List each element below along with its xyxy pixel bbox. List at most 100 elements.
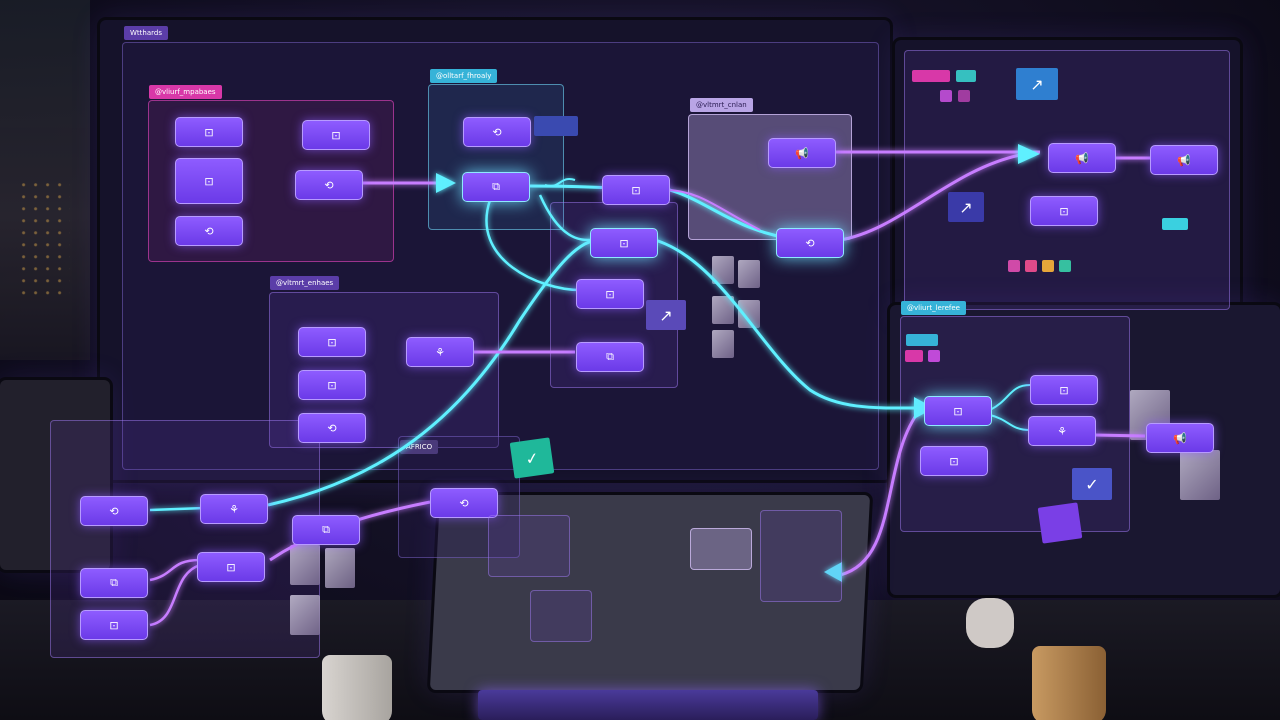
image-thumbnail[interactable] [738,300,760,328]
color-swatch[interactable] [912,70,950,82]
workflow-node[interactable]: ⧉ [462,172,530,202]
message-icon: ⊡ [204,125,214,139]
color-swatch[interactable] [958,90,970,102]
message-icon: ⊡ [226,560,236,574]
refresh-icon: ⟲ [459,496,469,510]
workflow-node[interactable]: ⚘ [200,494,268,524]
workflow-node[interactable]: ⧉ [576,342,644,372]
window-background [0,0,90,360]
color-swatch[interactable] [906,334,938,346]
image-thumbnail[interactable] [712,330,734,358]
color-swatch[interactable] [1008,260,1020,272]
keyboard [478,690,818,720]
group-label-pink: @vliurf_mpabaes [149,85,222,99]
megaphone-icon: 📢 [1177,153,1191,167]
image-thumbnail[interactable] [712,256,734,284]
workflow-node[interactable]: ⟲ [463,117,531,147]
workflow-node[interactable]: ⊡ [302,120,370,150]
people-icon: ⚘ [1057,424,1067,438]
workflow-node[interactable]: ⊡ [924,396,992,426]
coffee-mug [1032,646,1106,720]
color-swatch[interactable] [1162,218,1188,230]
workflow-node[interactable]: ⊡ [576,279,644,309]
sticky-note[interactable] [534,116,578,136]
workflow-node[interactable]: ⟲ [298,413,366,443]
workflow-node[interactable]: 📢 [1048,143,1116,173]
workflow-node[interactable]: ⊡ [1030,196,1098,226]
workflow-node[interactable]: 📢 [768,138,836,168]
message-icon: ⊡ [327,335,337,349]
left-monitor [0,380,110,570]
message-icon: ⊡ [949,454,959,468]
group-label-mid-left: @vltmrt_enhaes [270,276,340,290]
color-swatch[interactable] [940,90,952,102]
check-icon: ✓ [1085,474,1099,494]
message-icon: ⊡ [619,236,629,250]
sticky-note[interactable]: ↗ [948,192,984,222]
people-icon: ⚘ [229,502,239,516]
sticky-note[interactable] [1037,502,1083,544]
refresh-icon: ⟲ [204,224,214,238]
color-swatch[interactable] [928,350,940,362]
image-thumbnail[interactable] [1180,450,1220,500]
coffee-mug [322,655,392,720]
image-thumbnail[interactable] [290,595,320,635]
workflow-node[interactable]: ⟲ [776,228,844,258]
color-swatch[interactable] [956,70,976,82]
arrow-icon: ↗ [1030,74,1044,94]
link-icon: ⧉ [492,180,500,193]
workflow-node[interactable]: ⟲ [295,170,363,200]
workflow-node[interactable]: 📢 [1146,423,1214,453]
message-icon: ⊡ [605,287,615,301]
megaphone-icon: 📢 [1173,431,1187,445]
tablet-group[interactable] [530,590,592,642]
workflow-node[interactable]: ⚘ [1028,416,1096,446]
image-thumbnail[interactable] [712,296,734,324]
image-thumbnail[interactable] [290,545,320,585]
check-icon: ✓ [524,447,540,469]
workflow-node[interactable]: 📢 [1150,145,1218,175]
workflow-node[interactable]: ⊡ [80,610,148,640]
sticky-note[interactable]: ↗ [646,300,686,330]
sticky-note[interactable]: ✓ [1072,468,1112,500]
workflow-node[interactable]: ⟲ [430,488,498,518]
workflow-node[interactable]: ⊡ [175,158,243,204]
sticky-note[interactable]: ↗ [1016,68,1058,100]
refresh-icon: ⟲ [805,236,815,250]
workflow-node[interactable]: ⧉ [292,515,360,545]
tablet-group[interactable] [760,510,842,602]
workflow-node[interactable]: ⊡ [920,446,988,476]
workflow-node[interactable]: ⟲ [80,496,148,526]
workflow-node[interactable]: ⊡ [298,327,366,357]
color-swatch[interactable] [905,350,923,362]
tablet-group[interactable] [488,515,570,577]
tablet-group[interactable] [690,528,752,570]
color-swatch[interactable] [1042,260,1054,272]
workflow-node[interactable]: ⊡ [602,175,670,205]
color-swatch[interactable] [1059,260,1071,272]
group-teal[interactable] [428,84,564,230]
message-icon: ⊡ [109,618,119,632]
arrow-icon: ↗ [959,197,973,217]
group-label-right-bottom: @vliurt_lerefee [901,301,966,315]
color-swatch[interactable] [1025,260,1037,272]
arrow-icon: ↗ [659,305,673,325]
workflow-node[interactable]: ⊡ [590,228,658,258]
image-thumbnail[interactable] [738,260,760,288]
workflow-node[interactable]: ⊡ [175,117,243,147]
image-thumbnail[interactable] [325,548,355,588]
sticky-note[interactable]: ✓ [509,437,555,479]
link-icon: ⧉ [322,523,330,536]
workflow-node[interactable]: ⧉ [80,568,148,598]
message-icon: ⊡ [953,404,963,418]
refresh-icon: ⟲ [324,178,334,192]
group-lilac[interactable] [688,114,852,240]
workflow-node[interactable]: ⊡ [197,552,265,582]
workflow-node[interactable]: ⊡ [298,370,366,400]
workflow-node[interactable]: ⊡ [1030,375,1098,405]
workflow-node[interactable]: ⚘ [406,337,474,367]
message-icon: ⊡ [331,128,341,142]
workflow-node[interactable]: ⟲ [175,216,243,246]
refresh-icon: ⟲ [492,125,502,139]
